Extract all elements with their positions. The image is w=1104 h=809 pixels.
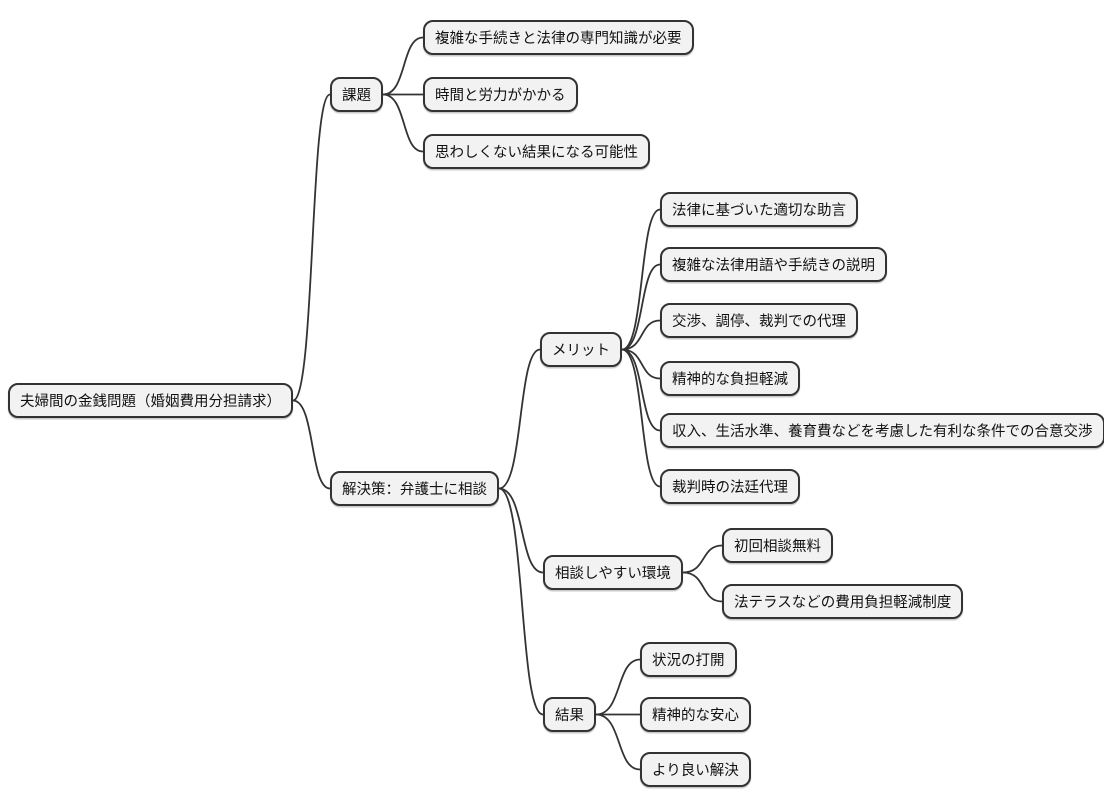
node-merit-court-representation: 裁判時の法廷代理 [660,469,800,504]
node-merit-explain-legal-terms-procedures: 複雑な法律用語や手続きの説明 [660,247,887,282]
node-solution-consult-lawyer: 解決策：弁護士に相談 [330,471,499,506]
edge-soudan-s1 [682,544,723,574]
node-issue-complex-procedures-legal-knowledge: 複雑な手続きと法律の専門知識が必要 [423,20,694,55]
edge-merit-m5 [621,348,661,432]
edge-kekka-r1 [595,658,641,716]
edge-soudan-s2 [682,571,723,603]
node-results: 結果 [543,697,596,732]
node-result-better-resolution: より良い解決 [640,752,751,787]
edge-merit-m6 [621,348,661,488]
node-result-breakthrough: 状況の打開 [640,642,737,677]
node-merit-favorable-agreement-negotiation: 収入、生活水準、養育費などを考慮した有利な条件での合意交渉 [660,413,1104,448]
edge-merit-m3 [621,319,661,351]
node-result-peace-of-mind: 精神的な安心 [640,697,751,732]
node-easy-consultation-environment: 相談しやすい環境 [543,555,683,590]
node-merit-representation-negotiation-mediation-trial: 交渉、調停、裁判での代理 [660,303,858,338]
node-free-first-consultation: 初回相談無料 [722,528,833,563]
node-merit-legal-based-advice: 法律に基づいた適切な助言 [660,192,858,227]
edge-kaiketsu-soudan [498,487,544,574]
node-issue-unfavorable-outcome-possibility: 思わしくない結果になる可能性 [423,134,650,169]
edge-kadai-k3 [382,93,424,153]
edge-kekka-r3 [595,713,641,771]
node-merits: メリット [540,332,622,367]
edge-merit-m2 [621,263,661,351]
edge-kaiketsu-kekka [498,487,544,716]
edge-merit-m1 [621,208,661,351]
node-merit-mental-burden-reduction: 精神的な負担軽減 [660,361,800,396]
node-issues: 課題 [330,77,383,112]
node-issue-time-and-effort: 時間と労力がかかる [423,77,578,112]
edge-root-kadai [292,93,331,402]
node-root-marital-money-problem: 夫婦間の金銭問題（婚姻費用分担請求） [8,383,293,418]
edge-root-kaiketsu [292,399,331,490]
node-houterasu-cost-reduction-system: 法テラスなどの費用負担軽減制度 [722,584,964,619]
edge-kadai-k1 [382,36,424,96]
edge-kaiketsu-merit [498,348,541,490]
